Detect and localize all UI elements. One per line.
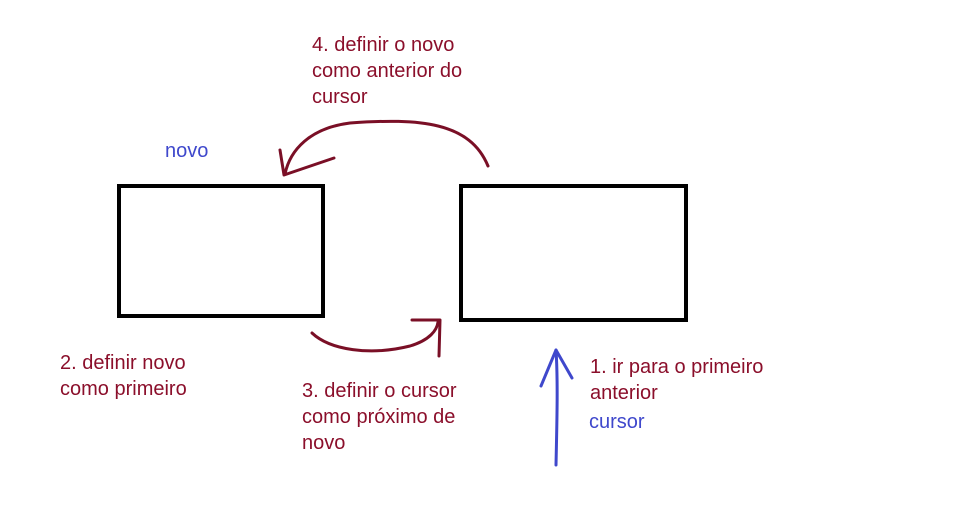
step3-line-1: 3. definir o cursor	[302, 380, 457, 402]
step2-line-1: 2. definir novo	[60, 352, 186, 374]
node-cursor-box	[459, 184, 688, 322]
step2-label: 2. definir novo como primeiro	[60, 350, 187, 402]
step3-line-2: como próximo de	[302, 406, 456, 428]
arrow-cursor-head	[539, 348, 574, 388]
node-novo-box	[117, 184, 325, 318]
cursor-pointer-label: cursor	[589, 411, 645, 433]
step2-line-2: como primeiro	[60, 378, 187, 400]
step3-label: 3. definir o cursor como próximo de novo	[302, 378, 457, 456]
step4-line-2: como anterior do	[312, 60, 463, 82]
arrow-step3-curve	[310, 320, 440, 353]
arrow-step3-head	[410, 318, 442, 358]
arrow-step4-curve	[283, 119, 490, 176]
step4-label: 4. definir o novo como anterior do curso…	[312, 32, 462, 110]
step1-label: 1. ir para o primeiro anterior	[590, 354, 763, 406]
step1-line-1: 1. ir para o primeiro	[590, 356, 764, 378]
step4-line-1: 4. definir o novo	[312, 34, 455, 56]
novo-pointer-label: novo	[165, 140, 209, 162]
arrow-cursor-shaft	[554, 348, 559, 467]
step1-line-2: anterior	[590, 382, 658, 404]
arrow-step4-head	[278, 148, 336, 177]
step4-line-3: cursor	[312, 86, 368, 108]
step3-line-3: novo	[302, 432, 346, 454]
